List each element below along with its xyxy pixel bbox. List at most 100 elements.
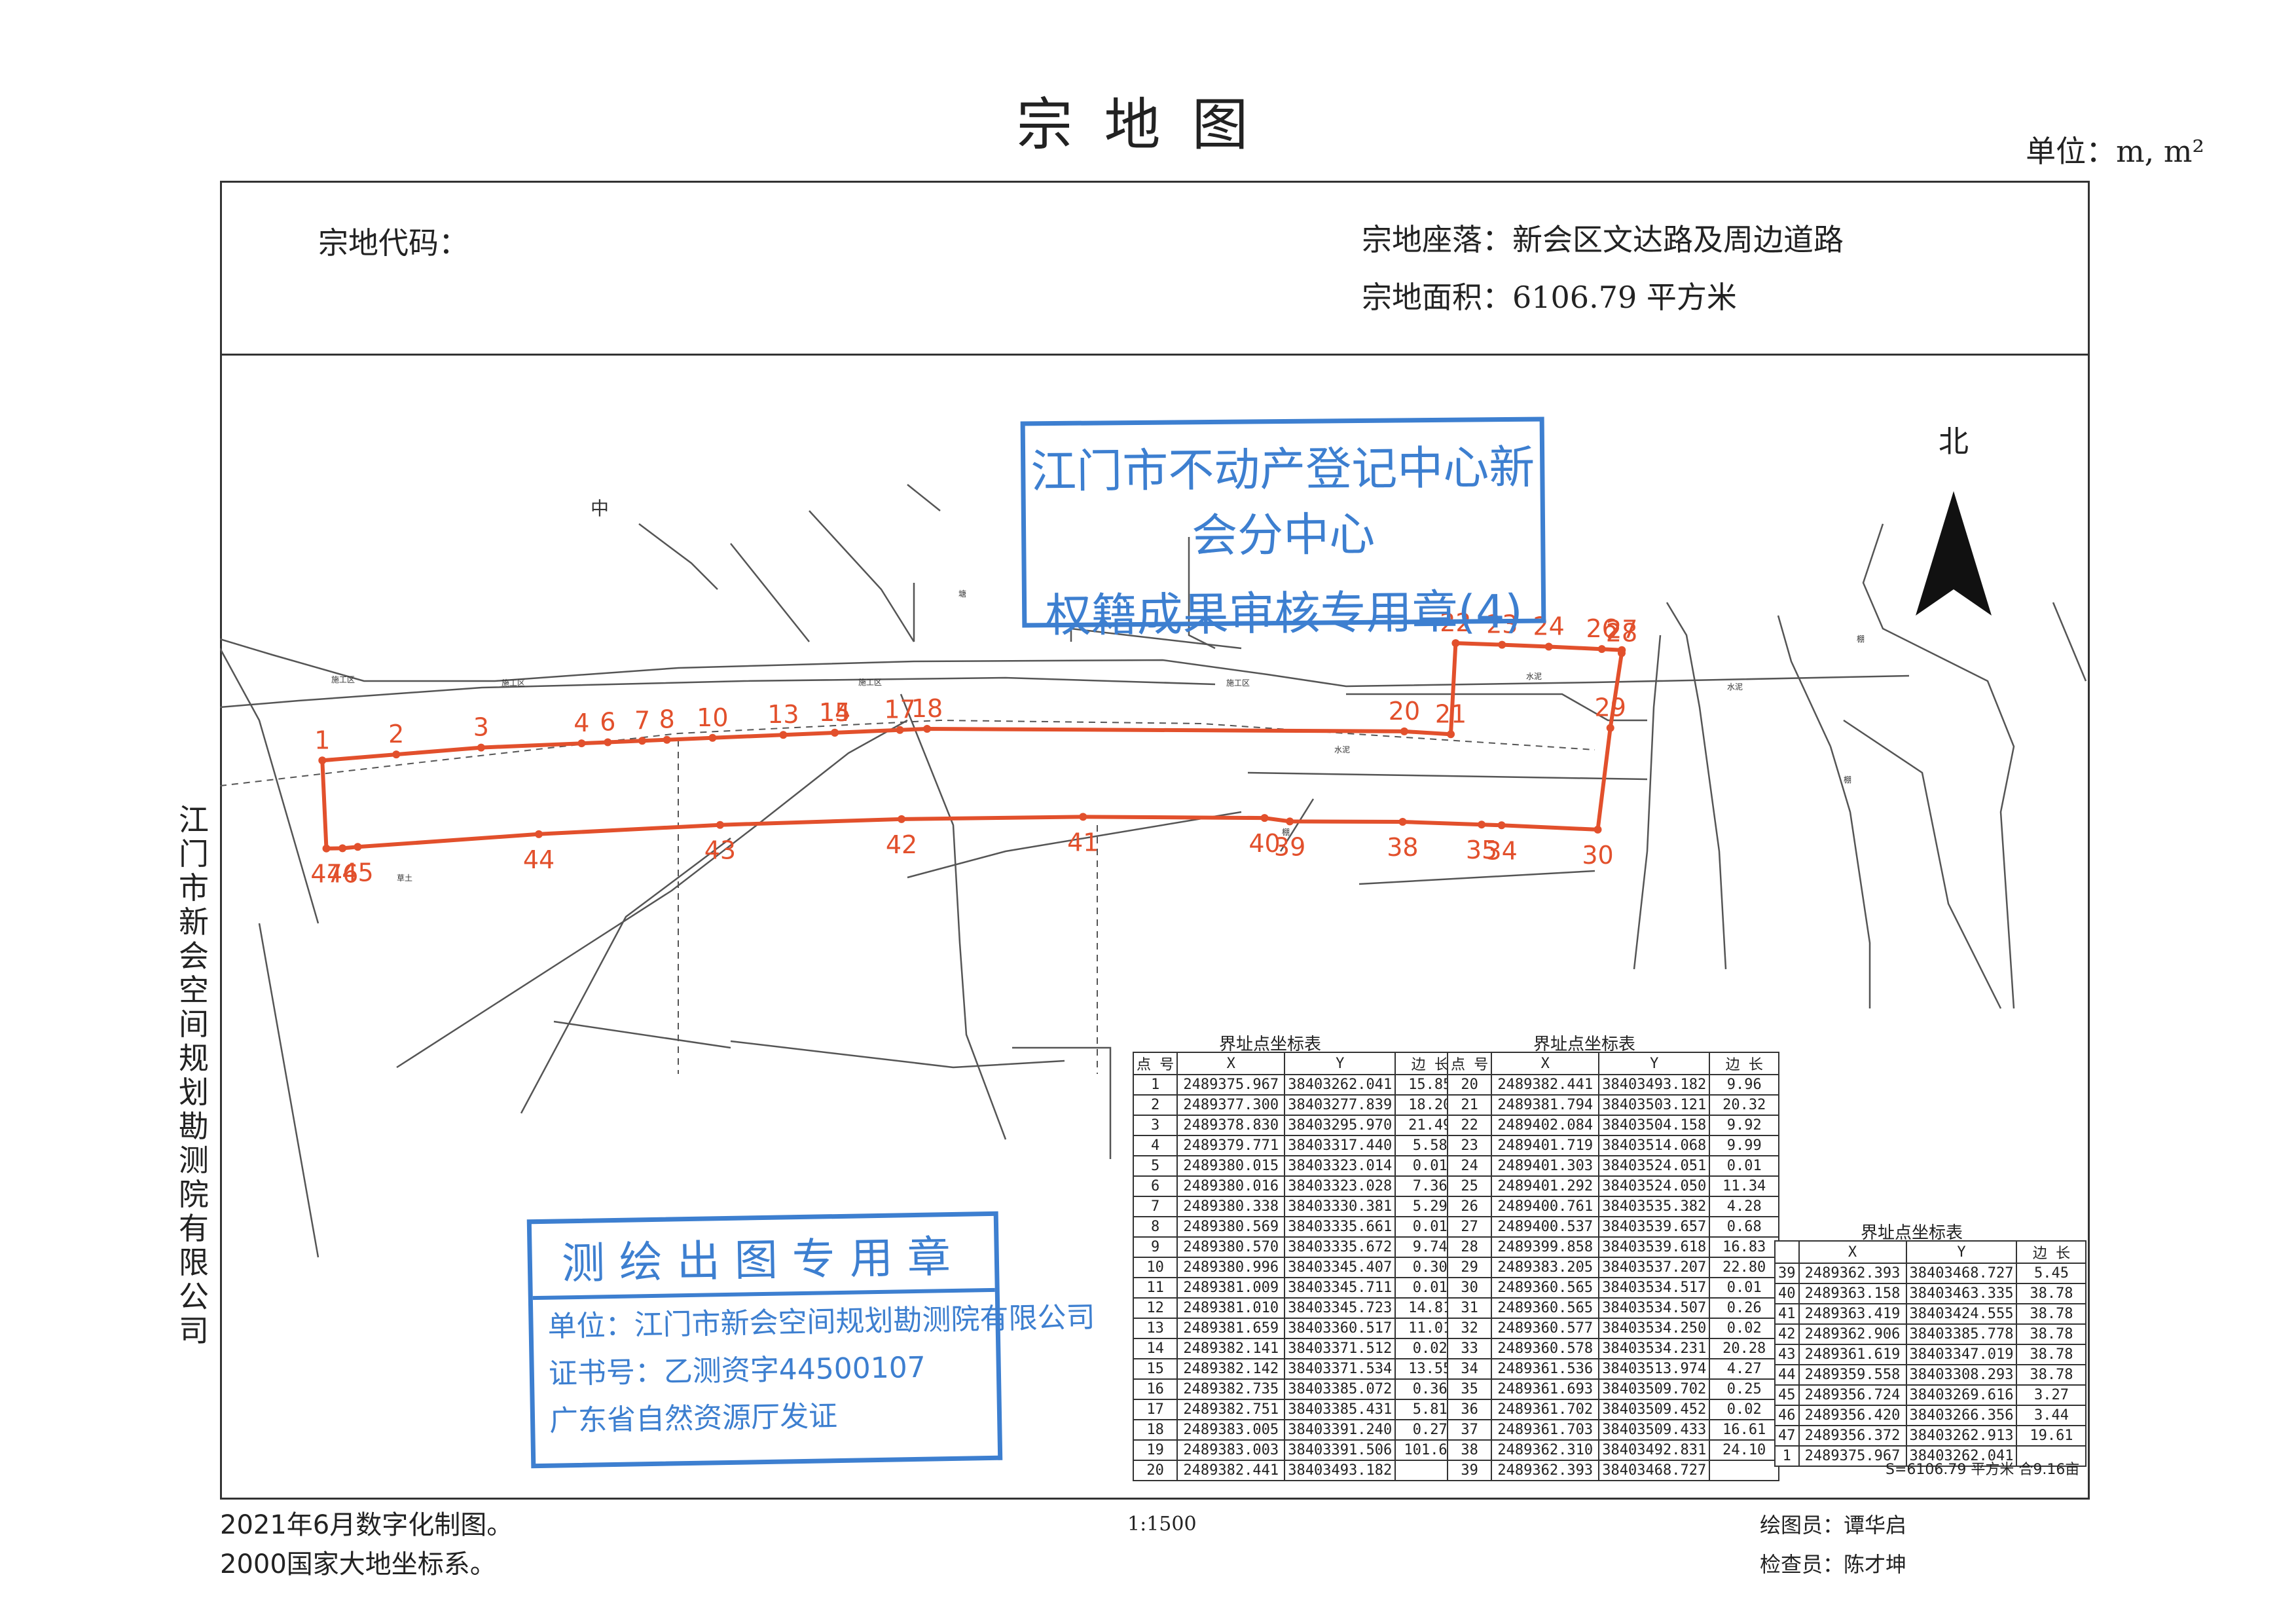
table-cell: 38403468.727	[1598, 1460, 1711, 1481]
footer-checker: 检查员：陈才坤	[1760, 1552, 1907, 1577]
table-cell: 38403503.121	[1598, 1094, 1711, 1116]
boundary-point-label: 14	[819, 698, 850, 727]
table-cell: 38403468.727	[1905, 1263, 2018, 1284]
table-cell: 38403535.382	[1598, 1196, 1711, 1217]
table-cell: 0.01	[1709, 1155, 1780, 1177]
table-cell: 3	[1132, 1115, 1178, 1136]
boundary-point-label: 44	[523, 845, 555, 874]
boundary-point-marker	[1398, 817, 1407, 826]
table-cell: 9.99	[1709, 1135, 1780, 1156]
table-cell: 2489381.009	[1176, 1277, 1286, 1299]
table-cell: 2489360.578	[1491, 1338, 1600, 1359]
table-cell: 2489363.158	[1798, 1283, 1907, 1304]
table-cell: 38403524.051	[1598, 1155, 1711, 1177]
table-cell: 2489377.300	[1176, 1094, 1286, 1116]
table-cell: 38.78	[2016, 1283, 2087, 1304]
table-cell: 2489382.751	[1176, 1399, 1286, 1420]
table-cell: 18	[1132, 1419, 1178, 1441]
table-cell: 38403537.207	[1598, 1257, 1711, 1278]
boundary-point-label: 39	[1274, 832, 1305, 861]
table-cell: 38403424.555	[1905, 1303, 2018, 1325]
table-cell: 2489361.619	[1798, 1344, 1907, 1365]
boundary-point-label: 24	[1533, 612, 1564, 640]
table-cell: 34	[1446, 1358, 1493, 1380]
boundary-point-marker	[318, 756, 327, 765]
table-cell: 16.83	[1709, 1236, 1780, 1258]
table-cell: 20.32	[1709, 1094, 1780, 1116]
table-cell: 2489362.906	[1798, 1323, 1907, 1345]
table-cell: 45	[1774, 1384, 1800, 1406]
table-cell: 38403277.839	[1284, 1094, 1396, 1116]
boundary-point-marker	[577, 739, 586, 748]
boundary-point-label: 29	[1595, 693, 1626, 722]
parcel-area: 宗地面积：6106.79 平方米	[1362, 280, 1737, 315]
page-title: 宗地图	[1016, 92, 1280, 158]
boundary-point-label: 27	[1606, 616, 1637, 644]
table-cell: 16	[1132, 1378, 1178, 1400]
review-stamp-line2: 权籍成果审核专用章(4)	[1045, 584, 1523, 643]
boundary-point-marker	[338, 844, 347, 853]
table-cell: 38.78	[2016, 1323, 2087, 1345]
table-cell: 15	[1132, 1358, 1178, 1380]
boundary-point-marker	[716, 821, 724, 829]
boundary-point-label: 47	[310, 860, 342, 889]
footer-scale: 1:1500	[1127, 1513, 1197, 1536]
table-cell: 2489380.015	[1176, 1155, 1286, 1177]
table-cell: 14.81	[1394, 1297, 1466, 1319]
table-cell: 38403509.452	[1598, 1399, 1711, 1420]
table-cell: 38403266.356	[1905, 1405, 2018, 1426]
parcel-location: 宗地座落：新会区文达路及周边道路	[1362, 222, 1844, 257]
boundary-point-label: 3	[473, 713, 489, 742]
table-cell: 38403371.512	[1284, 1338, 1396, 1359]
table-cell: 46	[1774, 1405, 1800, 1426]
boundary-point-label: 34	[1485, 836, 1517, 865]
table-cell: 2489375.967	[1798, 1445, 1907, 1467]
table-cell: 2489383.003	[1176, 1439, 1286, 1461]
table-cell: 38403391.240	[1284, 1419, 1396, 1441]
table-cell: 2489356.372	[1798, 1425, 1907, 1447]
survey-stamp-unit: 单位：江门市新会空间规划勘测院有限公司	[547, 1301, 1095, 1344]
table-cell: 22	[1446, 1115, 1493, 1136]
survey-stamp-title: 测绘出图专用章	[531, 1221, 995, 1301]
table-cell: 26	[1446, 1196, 1493, 1217]
boundary-point-label: 10	[697, 703, 728, 732]
map-frame	[220, 181, 2090, 1500]
boundary-point-marker	[779, 731, 788, 739]
table-cell: 39	[1774, 1263, 1800, 1284]
boundary-point-marker	[354, 843, 362, 851]
parcel-code: 宗地代码：	[318, 225, 469, 261]
table-cell: 38403391.506	[1284, 1439, 1396, 1461]
north-label: 北	[1939, 424, 1969, 459]
table-cell: 38403385.431	[1284, 1399, 1396, 1420]
table-cell: 38403262.041	[1905, 1445, 2018, 1467]
table-cell: 16.61	[1709, 1419, 1780, 1441]
boundary-point-label: 8	[659, 705, 675, 734]
boundary-point-marker	[1400, 727, 1408, 735]
table-cell: 2489382.735	[1176, 1378, 1286, 1400]
boundary-point-marker	[604, 738, 612, 747]
table-cell: 5.45	[2016, 1263, 2087, 1284]
table-cell: 2489380.338	[1176, 1196, 1286, 1217]
table-cell: 0.26	[1709, 1297, 1780, 1319]
table-cell: 38403493.182	[1284, 1460, 1396, 1481]
boundary-point-marker	[831, 728, 839, 737]
table-cell: 2489361.702	[1491, 1399, 1600, 1420]
table-cell: 1	[1132, 1074, 1178, 1096]
survey-stamp-issuer: 广东省自然资源厅发证	[549, 1399, 838, 1438]
boundary-point-label: 15	[819, 698, 850, 727]
col-header: 点 号	[1446, 1052, 1493, 1075]
table-cell: 38403262.041	[1284, 1074, 1396, 1096]
table-cell: 39	[1446, 1460, 1493, 1481]
table-cell: 20.28	[1709, 1338, 1780, 1359]
